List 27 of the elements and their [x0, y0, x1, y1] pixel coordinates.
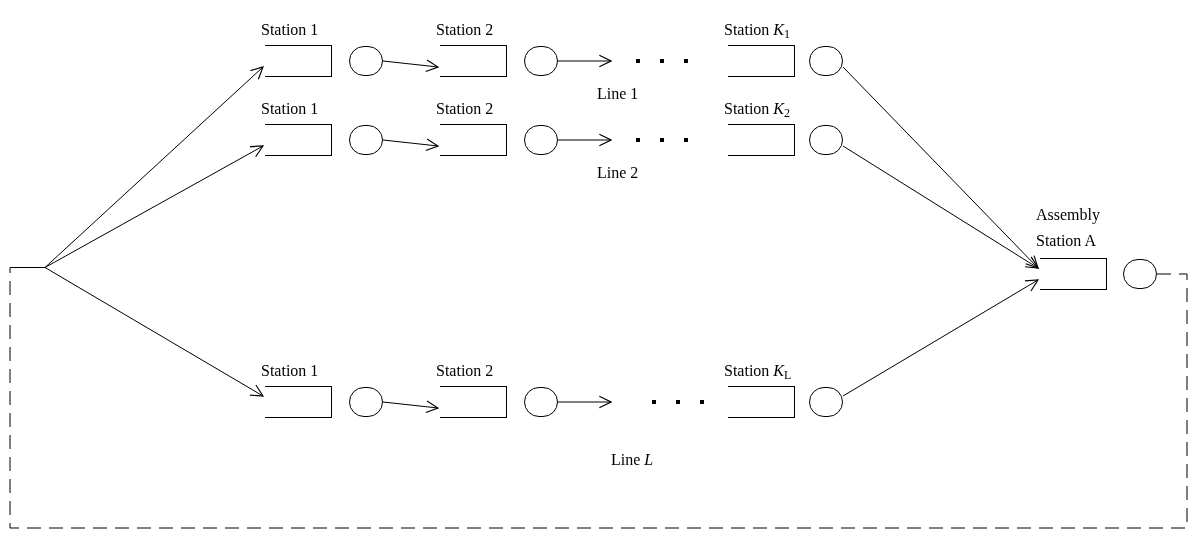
- station-heading: Station K$_{2}$: [724, 99, 791, 122]
- line-label: Line 1: [597, 84, 639, 104]
- dashed-return-line: [9, 267, 1188, 529]
- line-label: Line L: [611, 450, 654, 470]
- line-label: Line 2: [597, 163, 639, 183]
- arrow: [557, 133, 612, 147]
- arrow: [842, 66, 1039, 269]
- station-heading: Assembly Station A: [1036, 205, 1101, 251]
- arrow: [44, 267, 264, 397]
- station-heading: Station 2: [436, 99, 495, 119]
- junction-line: [10, 267, 45, 268]
- arrow: [382, 59, 439, 73]
- station-heading: Station 1: [261, 361, 320, 381]
- arrow: [44, 66, 264, 268]
- arrow: [842, 145, 1039, 269]
- arrow: [842, 279, 1039, 397]
- station-heading: Station 2: [436, 20, 495, 40]
- station-heading: Station 2: [436, 361, 495, 381]
- arrow: [557, 395, 612, 409]
- arrow: [382, 400, 439, 414]
- station-heading: Station 1: [261, 20, 320, 40]
- station-heading: Station 1: [261, 99, 320, 119]
- arrow: [382, 138, 439, 152]
- arrow: [557, 54, 612, 68]
- station-heading: Station K$_{L}$: [724, 361, 793, 384]
- arrow: [44, 145, 264, 268]
- station-heading: Station K$_{1}$: [724, 20, 791, 43]
